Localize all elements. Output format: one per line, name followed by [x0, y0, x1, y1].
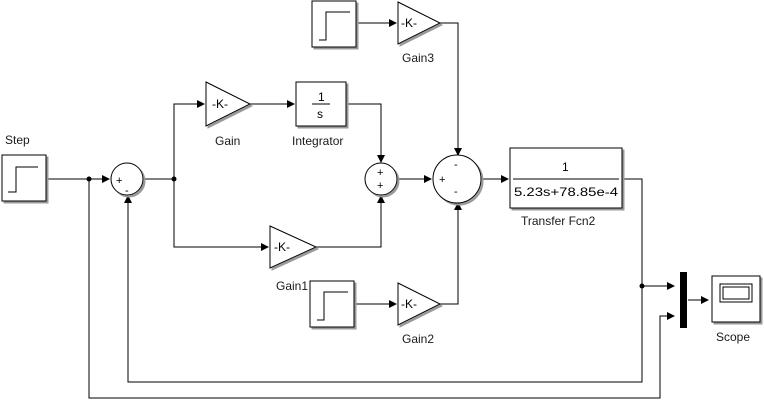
integrator-block[interactable]: 1 s	[295, 81, 347, 127]
line-gain1-to-sum2[interactable]	[316, 195, 385, 248]
gain2-label: Gain2	[402, 332, 434, 346]
transfer-fcn-block[interactable]: 1 5.23s+78.85e-4	[509, 147, 623, 209]
step-block-bottom[interactable]	[309, 280, 355, 328]
sum2-sign-top: +	[377, 167, 383, 179]
scope-screen-icon	[719, 283, 753, 303]
transfer-fcn-label: Transfer Fcn2	[521, 214, 596, 228]
gain1-label: Gain1	[276, 279, 308, 293]
line-gain2-to-sum3[interactable]	[440, 202, 462, 305]
line-to-gain[interactable]	[173, 100, 205, 179]
transfer-fcn-denominator: 5.23s+78.85e-4	[514, 185, 618, 199]
scope-screen-inner	[722, 286, 750, 300]
step-icon	[8, 166, 38, 193]
sum3-block[interactable]: + - -	[432, 154, 482, 204]
integrator-numerator: 1	[318, 90, 325, 104]
step-block[interactable]	[1, 154, 47, 202]
line-tf-feedback[interactable]	[124, 195, 643, 383]
junction-dots	[86, 176, 645, 289]
step-label: Step	[5, 133, 30, 147]
step-block-top[interactable]	[311, 0, 357, 48]
sum1-sign-minus: -	[125, 185, 129, 197]
sum2-block[interactable]: + +	[364, 162, 398, 196]
gain1-value: -K-	[274, 240, 290, 254]
step-icon	[317, 291, 348, 321]
sum1-sign-plus: +	[116, 175, 122, 187]
gain3-value: -K-	[401, 16, 417, 30]
sum2-sign-bottom: +	[377, 180, 383, 192]
line-integrator-to-sum2[interactable]	[346, 103, 385, 163]
line-step-branch-bottom[interactable]	[88, 179, 675, 399]
gain-block[interactable]: -K-	[205, 81, 252, 127]
sum1-block[interactable]: + -	[110, 162, 144, 197]
transfer-fcn-numerator: 1	[562, 160, 569, 174]
step-icon	[319, 11, 350, 41]
integrator-label: Integrator	[292, 134, 343, 148]
gain2-value: -K-	[401, 297, 417, 311]
signal-lines	[46, 19, 709, 399]
gain1-block[interactable]: -K-	[269, 225, 318, 269]
scope-label: Scope	[716, 330, 750, 344]
scope-block[interactable]	[711, 275, 761, 323]
line-tf-to-mux[interactable]	[622, 178, 675, 290]
mux-block[interactable]	[680, 272, 687, 328]
gain3-label: Gain3	[402, 51, 434, 65]
gain3-block[interactable]: -K-	[397, 1, 442, 45]
junction-dot	[639, 283, 645, 289]
integrator-denominator: s	[317, 107, 323, 121]
gain-label: Gain	[215, 134, 240, 148]
gain-value: -K-	[212, 97, 228, 111]
sum3-sign-bottom: -	[454, 186, 458, 198]
sum3-sign-top: -	[454, 159, 458, 171]
junction-dot	[171, 176, 177, 182]
junction-dot	[86, 176, 92, 182]
gain2-block[interactable]: -K-	[397, 282, 442, 326]
sum3-sign-left: +	[439, 174, 445, 186]
line-gain3-to-sum3[interactable]	[440, 22, 462, 156]
line-to-gain1[interactable]	[173, 179, 269, 251]
